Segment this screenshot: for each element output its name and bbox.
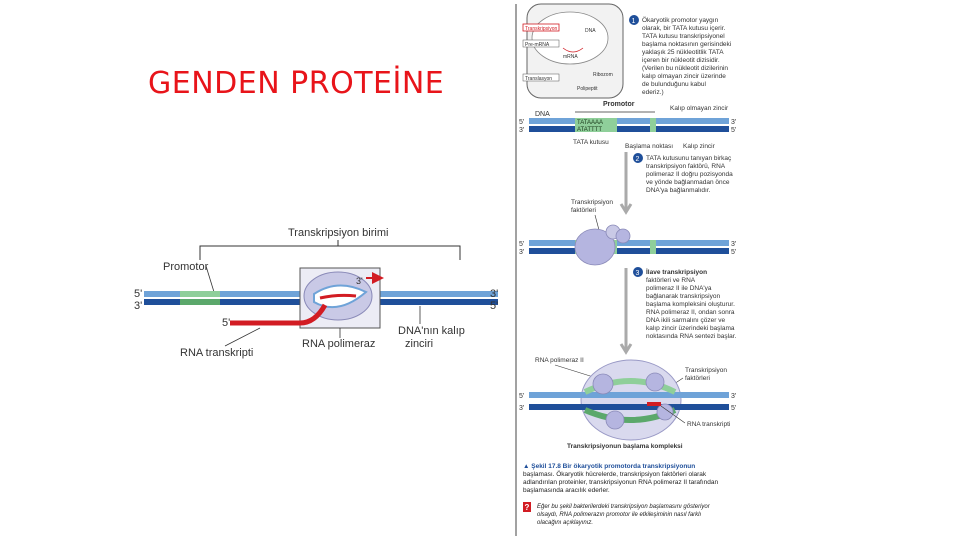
s3-five-prime-top: 5' [519, 393, 524, 400]
transcription-unit-label: Transkripsiyon birimi [288, 227, 388, 239]
non-template-label: Kalıp olmayan zincir [670, 105, 729, 112]
transcription-factor-1 [574, 228, 616, 266]
cell-label-ribosome: Ribozom [593, 72, 613, 78]
s2-three-prime-top: 3' [731, 241, 736, 248]
figure-caption: ▲ Şekil 17.8 Bir ökaryotik promotorda tr… [523, 463, 720, 494]
eukaryotic-promoter-figure: Transkripsiyon DNA Pre-mRNA mRNA Transla… [515, 0, 775, 540]
rna-polymerase-label: RNA polimeraz [302, 338, 375, 350]
left-five-prime: 5' [134, 288, 142, 300]
cell-label-polypeptide: Polipeptit [577, 86, 598, 92]
s3-three-prime-top: 3' [731, 393, 736, 400]
transcription-unit-bracket [199, 245, 461, 260]
tata-seq-bottom: ATATTTT [577, 127, 602, 133]
dna-label: DNA [535, 111, 550, 118]
pol-three-prime: 3' [356, 276, 363, 286]
step1-number: 1 [632, 18, 636, 25]
arrow-down-2 [619, 268, 633, 355]
question-mark: ? [525, 503, 530, 512]
s3-three-prime-bottom: 3' [519, 405, 524, 412]
s1-three-prime-top: 3' [731, 119, 736, 126]
tata-seq-top: TATAAAA [577, 120, 603, 126]
step2-badge [633, 153, 643, 163]
tf-label-3a: Transkripsiyon [685, 367, 727, 374]
tf-label-2: faktörleri [571, 207, 596, 214]
rna-five-prime: 5' [222, 317, 230, 329]
start-point-label: Başlama noktası [625, 143, 673, 150]
s1-three-prime-bottom: 3' [519, 127, 524, 134]
s2-five-prime-bottom: 5' [731, 249, 736, 256]
promoter-label-right: Promotor [603, 101, 635, 108]
cell-label-pre-mrna: Pre-mRNA [525, 42, 550, 48]
step3-number: 3 [636, 270, 640, 277]
tf-label-1: Transkripsiyon [571, 199, 613, 206]
cell-label-translation: Translasyon [525, 76, 552, 82]
s2-five-prime-top: 5' [519, 241, 524, 248]
tata-box-label: TATA kutusu [573, 139, 609, 146]
step2-number: 2 [636, 156, 640, 163]
step1-text: Ökaryotik promotor yaygın olarak, bir TA… [642, 16, 733, 96]
right-five-prime: 5' [490, 300, 498, 312]
cell-label-transcription: Transkripsiyon [525, 26, 558, 32]
cell-overview-thumbnail: Transkripsiyon DNA Pre-mRNA mRNA Transla… [522, 3, 624, 99]
step1-badge [629, 15, 639, 25]
question-text: Eğer bu şekil bakterilerdeki transkripsi… [537, 504, 711, 526]
template-label: Kalıp zincir [683, 143, 716, 150]
initiation-complex-label: Transkripsiyonun başlama kompleksi [567, 443, 683, 450]
left-three-prime: 3' [134, 300, 142, 312]
step3-badge [633, 267, 643, 277]
s2-three-prime-bottom: 3' [519, 249, 524, 256]
rna-transcript-label-right: RNA transkripti [687, 421, 730, 428]
step3-text: İlave transkripsiyon faktörleri ve RNA p… [646, 268, 737, 340]
transcription-factor-3 [615, 228, 631, 244]
rna-transcript-label: RNA transkripti [180, 347, 253, 359]
promoter-label: Promotor [163, 261, 209, 273]
cell-label-mrna: mRNA [563, 54, 578, 60]
slide-title: GENDEN PROTEİNE [148, 66, 445, 101]
question-badge [523, 502, 531, 512]
tata-box [575, 118, 617, 132]
template-strand-label-1: DNA'nın kalıp [398, 325, 465, 337]
cell-label-dna: DNA [585, 28, 596, 34]
arrow-down-1 [619, 152, 633, 215]
right-three-prime: 3' [490, 288, 498, 300]
step2-text: TATA kutusunu tanıyan birkaç transkripsi… [646, 155, 735, 194]
s1-five-prime-bottom: 5' [731, 127, 736, 134]
template-strand-label-2: zinciri [405, 338, 433, 350]
s3-five-prime-bottom: 5' [731, 405, 736, 412]
s1-five-prime-top: 5' [519, 119, 524, 126]
rna-transcript [230, 303, 328, 326]
transcription-unit-figure: Transkripsiyon birimi Promotor 5' 3' 3' … [134, 227, 498, 359]
promoter-region [180, 291, 220, 297]
rna-polymerase-ii [580, 359, 682, 441]
rna-pol2-label: RNA polimeraz II [535, 357, 584, 364]
tf-label-3b: faktörleri [685, 375, 710, 382]
